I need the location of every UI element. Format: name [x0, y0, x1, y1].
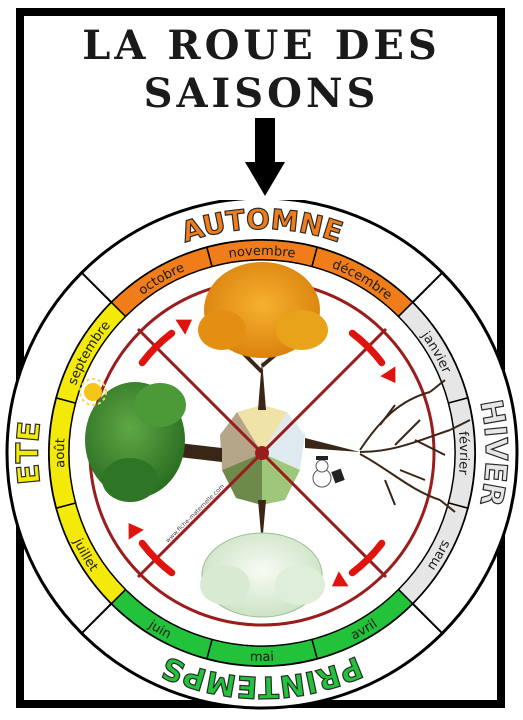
- season-label-summer: ETE: [11, 420, 48, 486]
- season-wheel: octobrenovembredécembrejanvierfévriermar…: [0, 200, 523, 720]
- down-arrow-icon: [245, 118, 285, 196]
- center-hub: [255, 446, 269, 460]
- title-line-2: SAISONS: [0, 70, 523, 118]
- month-label: février: [455, 431, 471, 476]
- month-label: août: [53, 438, 69, 469]
- season-label-winter: HIVER: [473, 397, 514, 509]
- page-title: LA ROUE DES SAISONS: [0, 22, 523, 118]
- title-line-1: LA ROUE DES: [0, 22, 523, 70]
- month-label: mai: [250, 650, 275, 665]
